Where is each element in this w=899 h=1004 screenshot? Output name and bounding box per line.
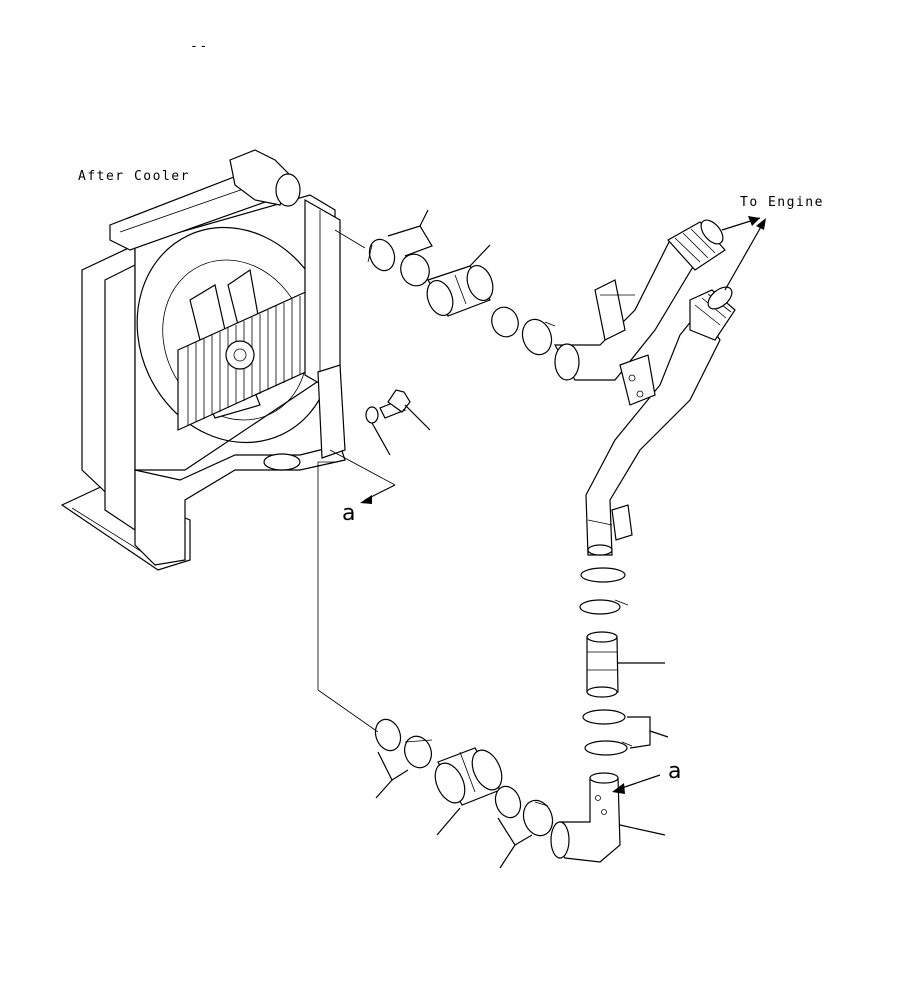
- connection-line: [317, 461, 379, 733]
- upper-hose-set: [334, 209, 556, 356]
- after-cooler-assembly: [60, 149, 346, 571]
- to-engine-label: To Engine: [740, 195, 824, 210]
- header-mark: --: [190, 39, 209, 54]
- view-marker-left: a: [342, 501, 355, 526]
- long-down-pipe: [585, 218, 766, 556]
- lower-elbow-pipe: [550, 772, 666, 863]
- lower-vertical-hose-set: [579, 567, 669, 756]
- bolt-and-washer: [365, 389, 431, 456]
- lower-horizontal-hose-set: [374, 718, 554, 869]
- after-cooler-label: After Cooler: [78, 169, 190, 184]
- view-marker-right: a: [668, 759, 681, 784]
- upper-bent-pipe: [553, 216, 761, 381]
- view-arrow-left: [360, 484, 396, 504]
